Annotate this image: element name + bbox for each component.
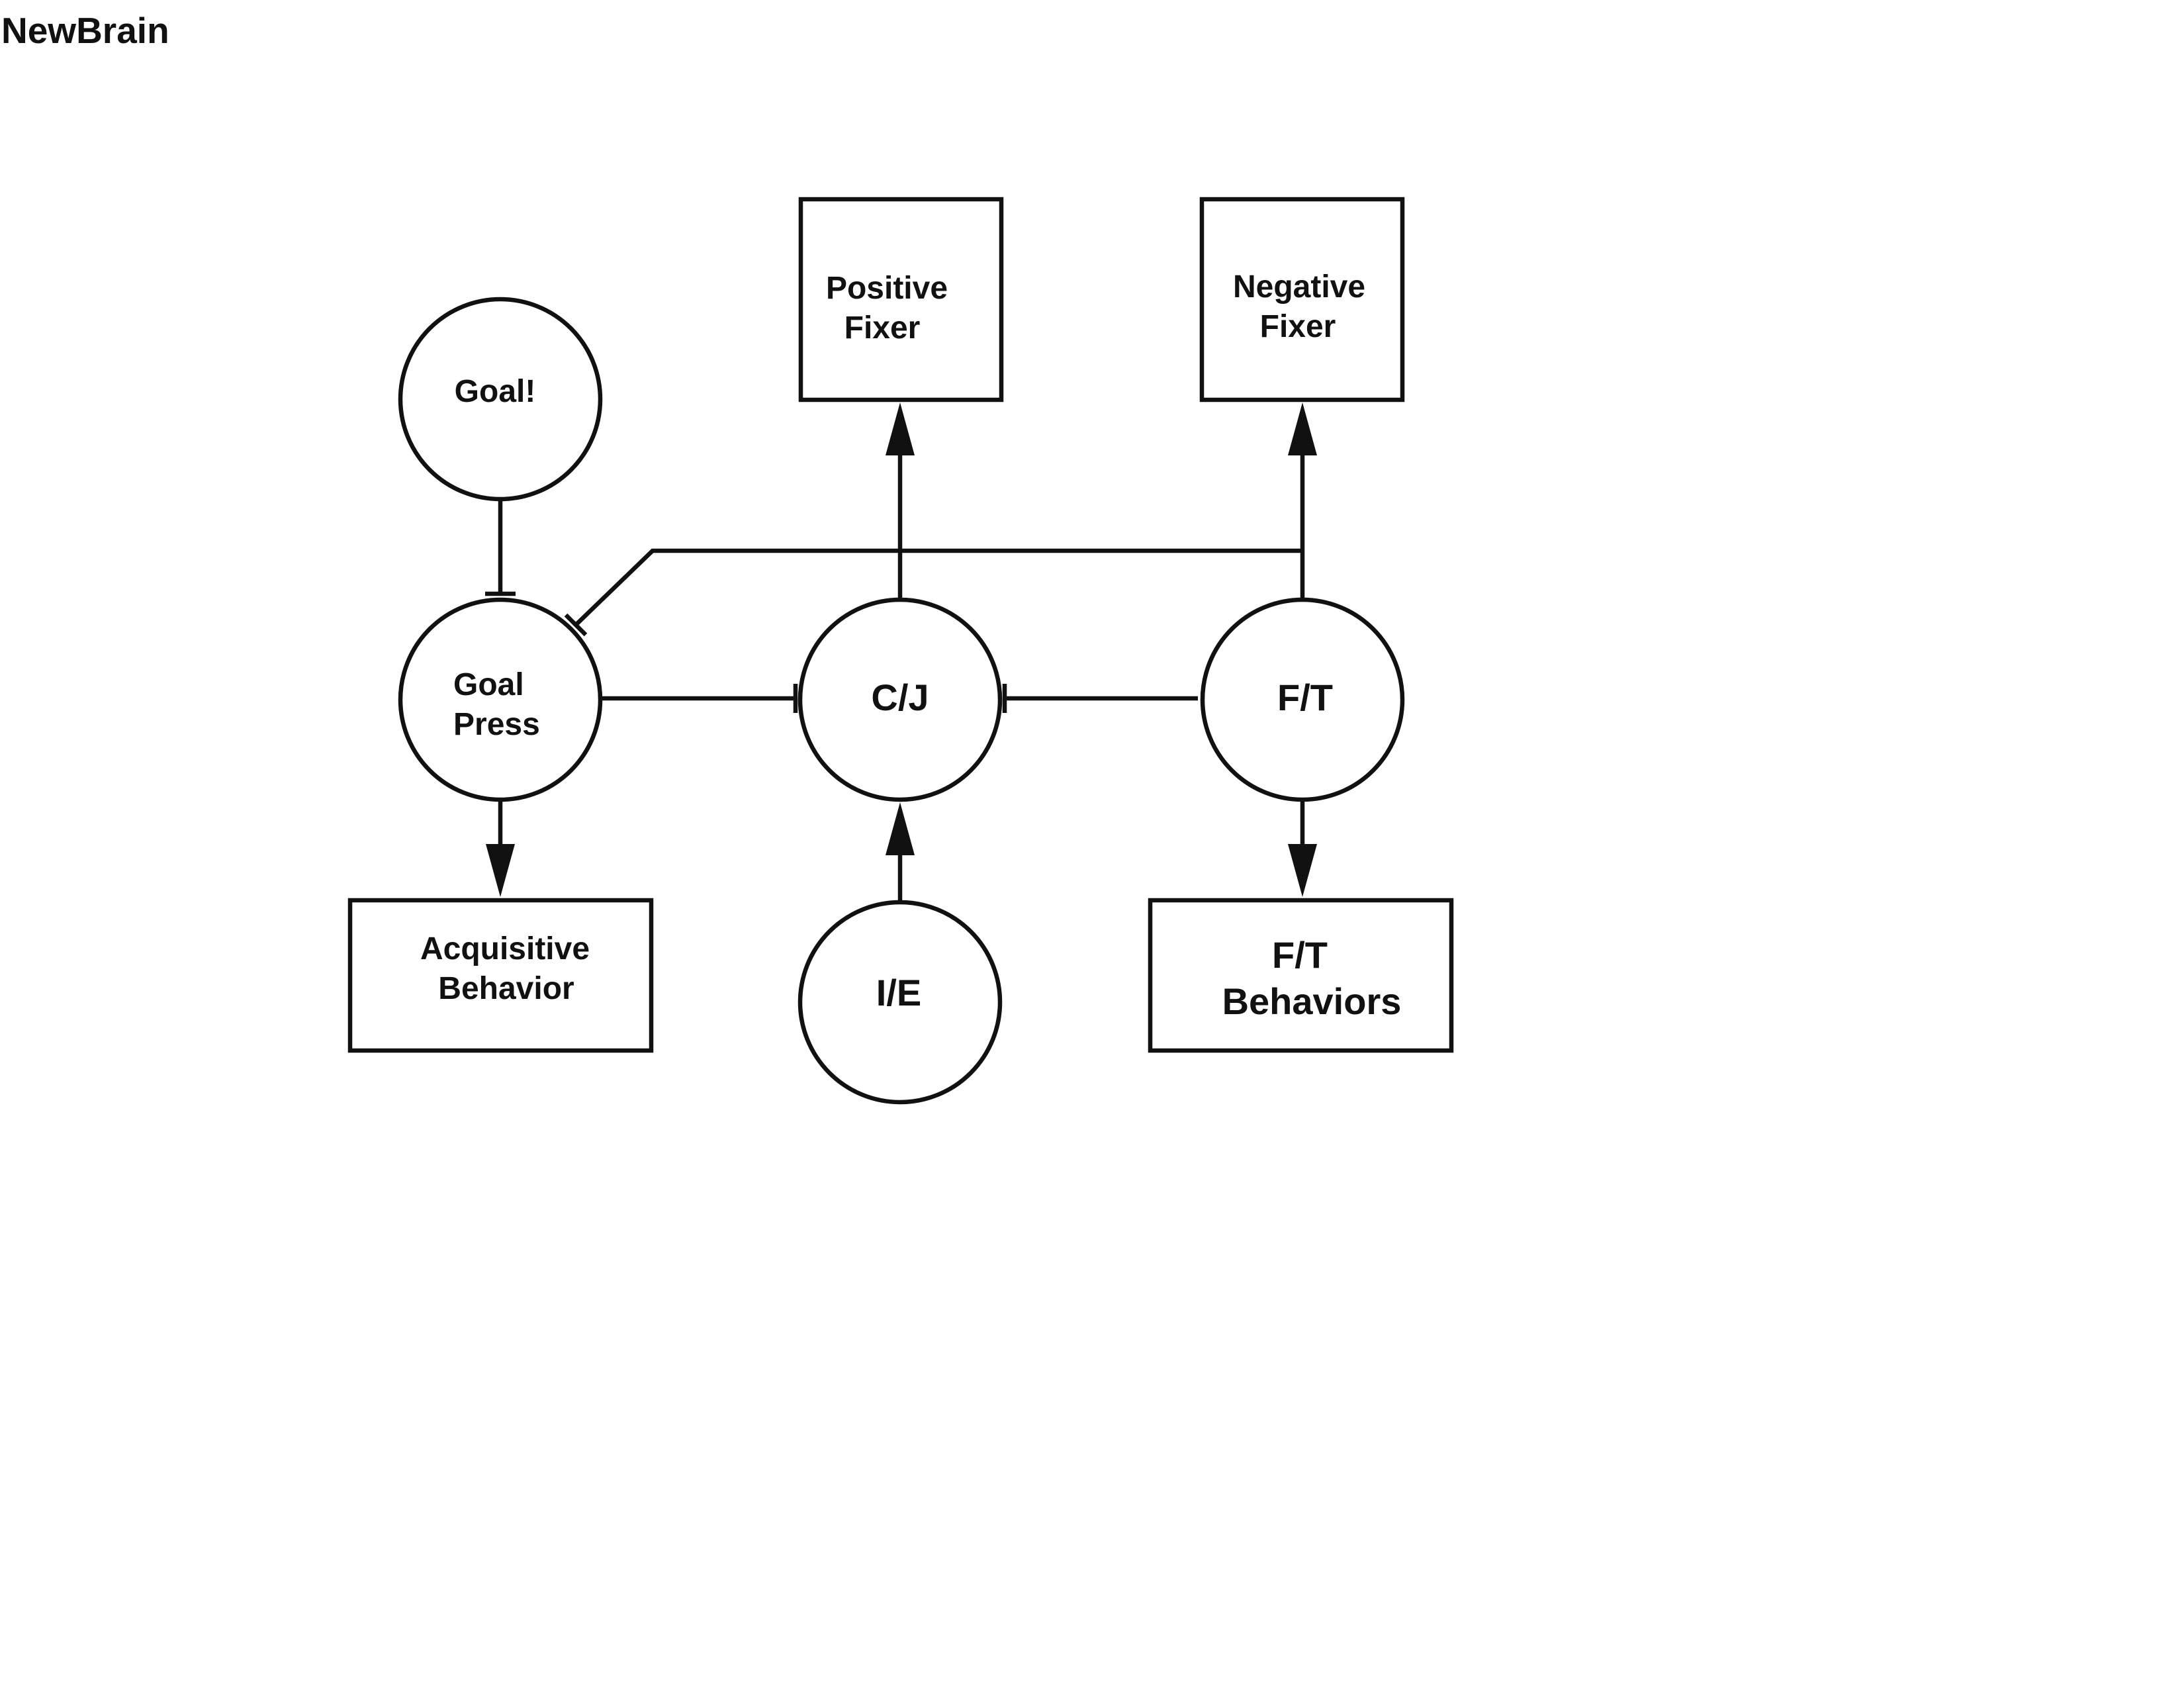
node-positive-fixer-label-line-1: Positive xyxy=(826,271,948,306)
node-acquisitive-behavior-label-line-2: Behavior xyxy=(438,971,574,1006)
node-ft: F/T xyxy=(1200,597,1405,802)
node-ft-behaviors: F/T Behaviors xyxy=(1148,898,1454,1053)
node-negative-fixer: Negative Fixer xyxy=(1199,197,1405,402)
node-goal-press-label-line-2: Press xyxy=(453,707,540,742)
node-acquisitive-behavior-label-line-1: Acquisitive xyxy=(420,931,590,966)
node-ie: I/E xyxy=(797,900,1003,1105)
node-ft-label: F/T xyxy=(1277,677,1333,718)
node-goal: Goal! xyxy=(398,297,603,502)
node-negative-fixer-label-line-2: Fixer xyxy=(1260,309,1336,344)
node-goal-press-label-line-1: Goal xyxy=(453,667,524,702)
edge-cj-to-positive-fixer-arrowhead xyxy=(886,402,915,455)
page-title: NewBrain xyxy=(1,10,169,51)
node-goal-label: Goal! xyxy=(455,374,536,409)
edge-ft-to-ft-behaviors-arrowhead xyxy=(1288,844,1317,897)
node-positive-fixer-label-line-2: Fixer xyxy=(844,310,921,346)
node-ft-behaviors-label-line-1: F/T xyxy=(1272,934,1328,976)
edge-ft-to-goal-press-tbar xyxy=(564,613,588,637)
node-acquisitive-behavior: Acquisitive Behavior xyxy=(347,898,654,1053)
edge-ft-to-negative-fixer-arrowhead xyxy=(1288,402,1317,455)
node-positive-fixer: Positive Fixer xyxy=(798,197,1004,402)
node-ft-behaviors-label-line-2: Behaviors xyxy=(1222,980,1402,1022)
node-negative-fixer-label-line-1: Negative xyxy=(1233,269,1365,305)
edge-ft-to-goal-press xyxy=(574,548,1302,627)
node-ie-label: I/E xyxy=(876,972,921,1013)
node-cj: C/J xyxy=(797,597,1003,802)
node-cj-label: C/J xyxy=(871,677,929,718)
edge-goal-press-to-acquisitive-arrowhead xyxy=(486,844,515,897)
edge-ie-to-cj-arrowhead xyxy=(886,802,915,855)
node-goal-press: Goal Press xyxy=(398,597,603,802)
